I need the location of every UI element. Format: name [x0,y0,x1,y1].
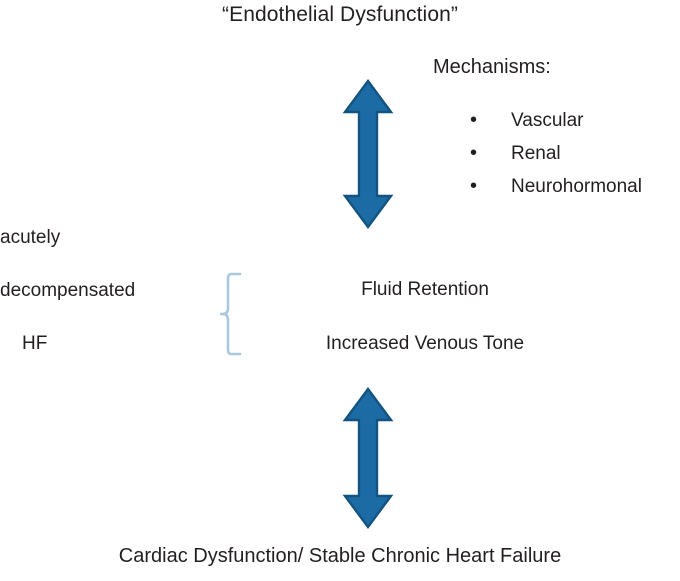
left-label-group: acutely decompensated HF [0,226,205,385]
middle-line-increased-venous-tone: Increased Venous Tone [325,333,525,354]
list-item-label: Renal [511,143,561,164]
list-item: • Renal [470,141,680,174]
mechanisms-heading: Mechanisms: [433,56,551,78]
left-label-line-acutely: acutely [0,227,61,248]
double-arrow-svg [342,78,394,230]
middle-text-group: Fluid Retention Increased Venous Tone [260,278,590,386]
double-arrow-svg [342,386,394,530]
middle-line-fluid-retention: Fluid Retention [361,279,489,300]
mechanisms-list: • Vascular • Renal • Neurohormonal [470,108,680,207]
bullet-icon: • [470,175,478,197]
page-title: “Endothelial Dysfunction” [222,3,458,26]
curly-brace-svg [218,272,242,356]
list-item-label: Vascular [511,110,584,131]
left-label-line-hf: HF [22,333,48,354]
curly-brace-icon [218,271,246,357]
vertical-double-arrow-top-icon [337,78,399,230]
left-label-line-decompensated: decompensated [0,280,136,301]
list-item-label: Neurohormonal [511,176,642,197]
list-item: • Neurohormonal [470,174,680,207]
bullet-icon: • [470,142,478,164]
bullet-icon: • [470,109,478,131]
list-item: • Vascular [470,108,680,141]
vertical-double-arrow-bottom-icon [337,386,399,530]
bottom-caption: Cardiac Dysfunction/ Stable Chronic Hear… [118,545,562,567]
